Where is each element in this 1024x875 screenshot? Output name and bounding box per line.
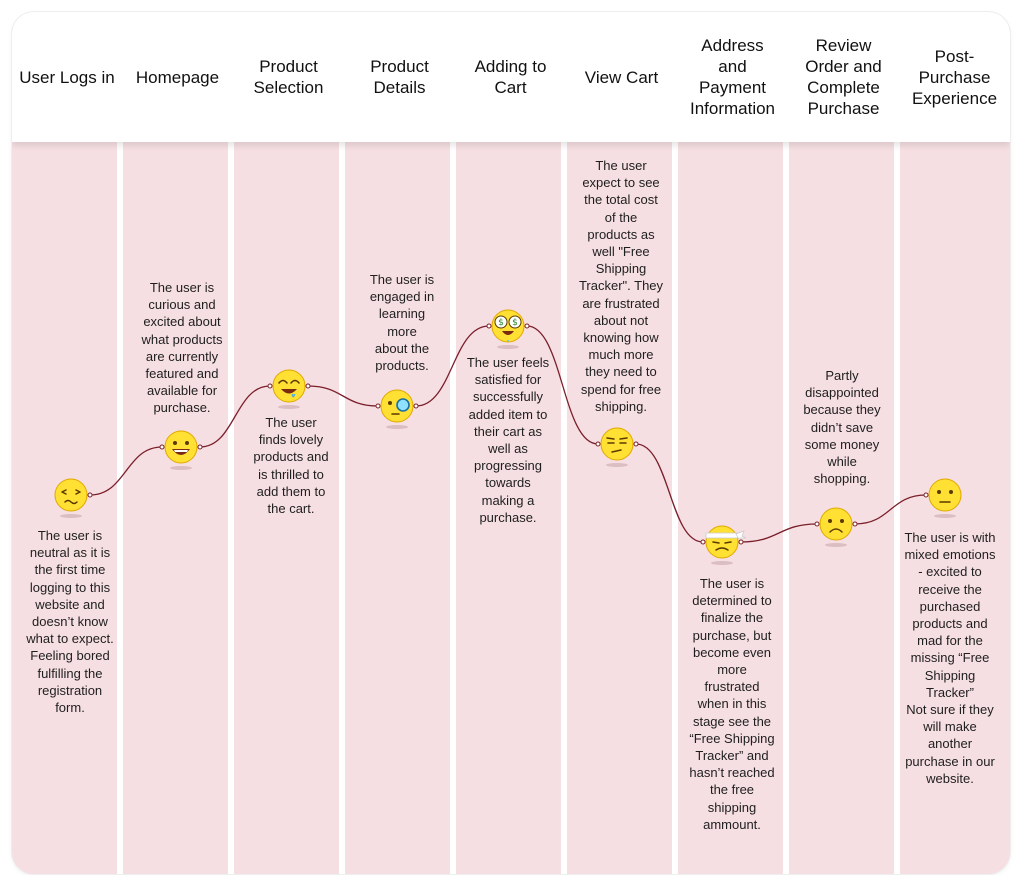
journey-curve	[854, 494, 927, 525]
svg-text:$: $	[512, 318, 518, 328]
stage-title-homepage: Homepage	[135, 67, 220, 87]
emotion-journey: $$	[54, 309, 962, 565]
skeptical-face-icon	[600, 427, 634, 467]
curve-endpoint	[595, 441, 601, 447]
stage-note-view-cart: The user expect to see the total cost of…	[578, 158, 664, 414]
curve-endpoint	[486, 323, 492, 329]
stage-title-user-logs-in: User Logs in	[19, 67, 115, 87]
curve-endpoint	[700, 539, 706, 545]
stage-header-row: User Logs in Homepage Product Selection …	[12, 12, 1010, 142]
journey-map: User Logs in Homepage Product Selection …	[12, 12, 1010, 874]
stage-note-post-purchase: The user is with mixed emotions - excite…	[904, 530, 996, 786]
stage-note-product-selection: The user finds lovely products and is th…	[253, 415, 329, 517]
journey-curve	[199, 385, 271, 448]
stage-note-product-details: The user is engaged in learning more abo…	[369, 272, 435, 374]
neutral-face-icon	[928, 478, 962, 518]
column-divider	[227, 142, 234, 874]
svg-text:$: $	[498, 318, 504, 328]
stage-note-homepage: The user is curious and excited about wh…	[141, 280, 223, 416]
column-divider	[116, 142, 123, 874]
stage-note-user-logs-in: The user is neutral as it is the first t…	[26, 528, 114, 716]
curve-endpoint	[814, 521, 820, 527]
curve-endpoint	[852, 521, 858, 527]
journey-curve	[307, 385, 379, 407]
sad-face-icon	[819, 507, 853, 547]
stage-title-post-purchase: Post- Purchase Experience	[911, 46, 998, 108]
curve-endpoint	[923, 492, 929, 498]
column-divider	[782, 142, 789, 874]
column-divider	[560, 142, 567, 874]
stage-title-adding-to-cart: Adding to Cart	[474, 57, 547, 97]
curve-endpoint	[305, 383, 311, 389]
column-divider	[338, 142, 345, 874]
stage-title-review-order: Review Order and Complete Purchase	[805, 36, 882, 118]
stage-note-review-order: Partly disappointed because they didn’t …	[803, 368, 881, 487]
curve-endpoint	[87, 492, 93, 498]
journey-curve	[415, 325, 490, 407]
column-divider	[449, 142, 456, 874]
curve-endpoint	[375, 403, 381, 409]
curve-endpoint	[413, 403, 419, 409]
curve-endpoint	[524, 323, 530, 329]
determined-headband-face-icon	[705, 525, 747, 565]
column-divider	[893, 142, 900, 874]
journey-curve	[740, 523, 818, 543]
curve-endpoint	[267, 383, 273, 389]
stage-title-product-details: Product Details	[370, 57, 429, 97]
stage-title-product-selection: Product Selection	[253, 57, 324, 97]
journey-curve	[89, 446, 163, 496]
stage-note-address-payment: The user is determined to finalize the p…	[689, 576, 775, 832]
curve-endpoint	[159, 444, 165, 450]
curve-endpoint	[633, 441, 639, 447]
journey-curve	[526, 325, 599, 445]
monocle-face-icon	[380, 389, 414, 429]
stage-title-view-cart: View Cart	[584, 67, 659, 87]
curve-endpoint	[197, 444, 203, 450]
bored-face-icon	[54, 478, 88, 518]
curve-endpoint	[738, 539, 744, 545]
money-eyes-face-icon: $$	[491, 309, 525, 349]
journey-curve	[635, 443, 704, 543]
stage-title-address-payment: Address and Payment Information	[689, 36, 776, 118]
stage-note-adding-to-cart: The user feels satisfied for successfull…	[466, 355, 550, 525]
drooling-face-icon	[272, 369, 306, 409]
happy-face-icon	[164, 430, 198, 470]
